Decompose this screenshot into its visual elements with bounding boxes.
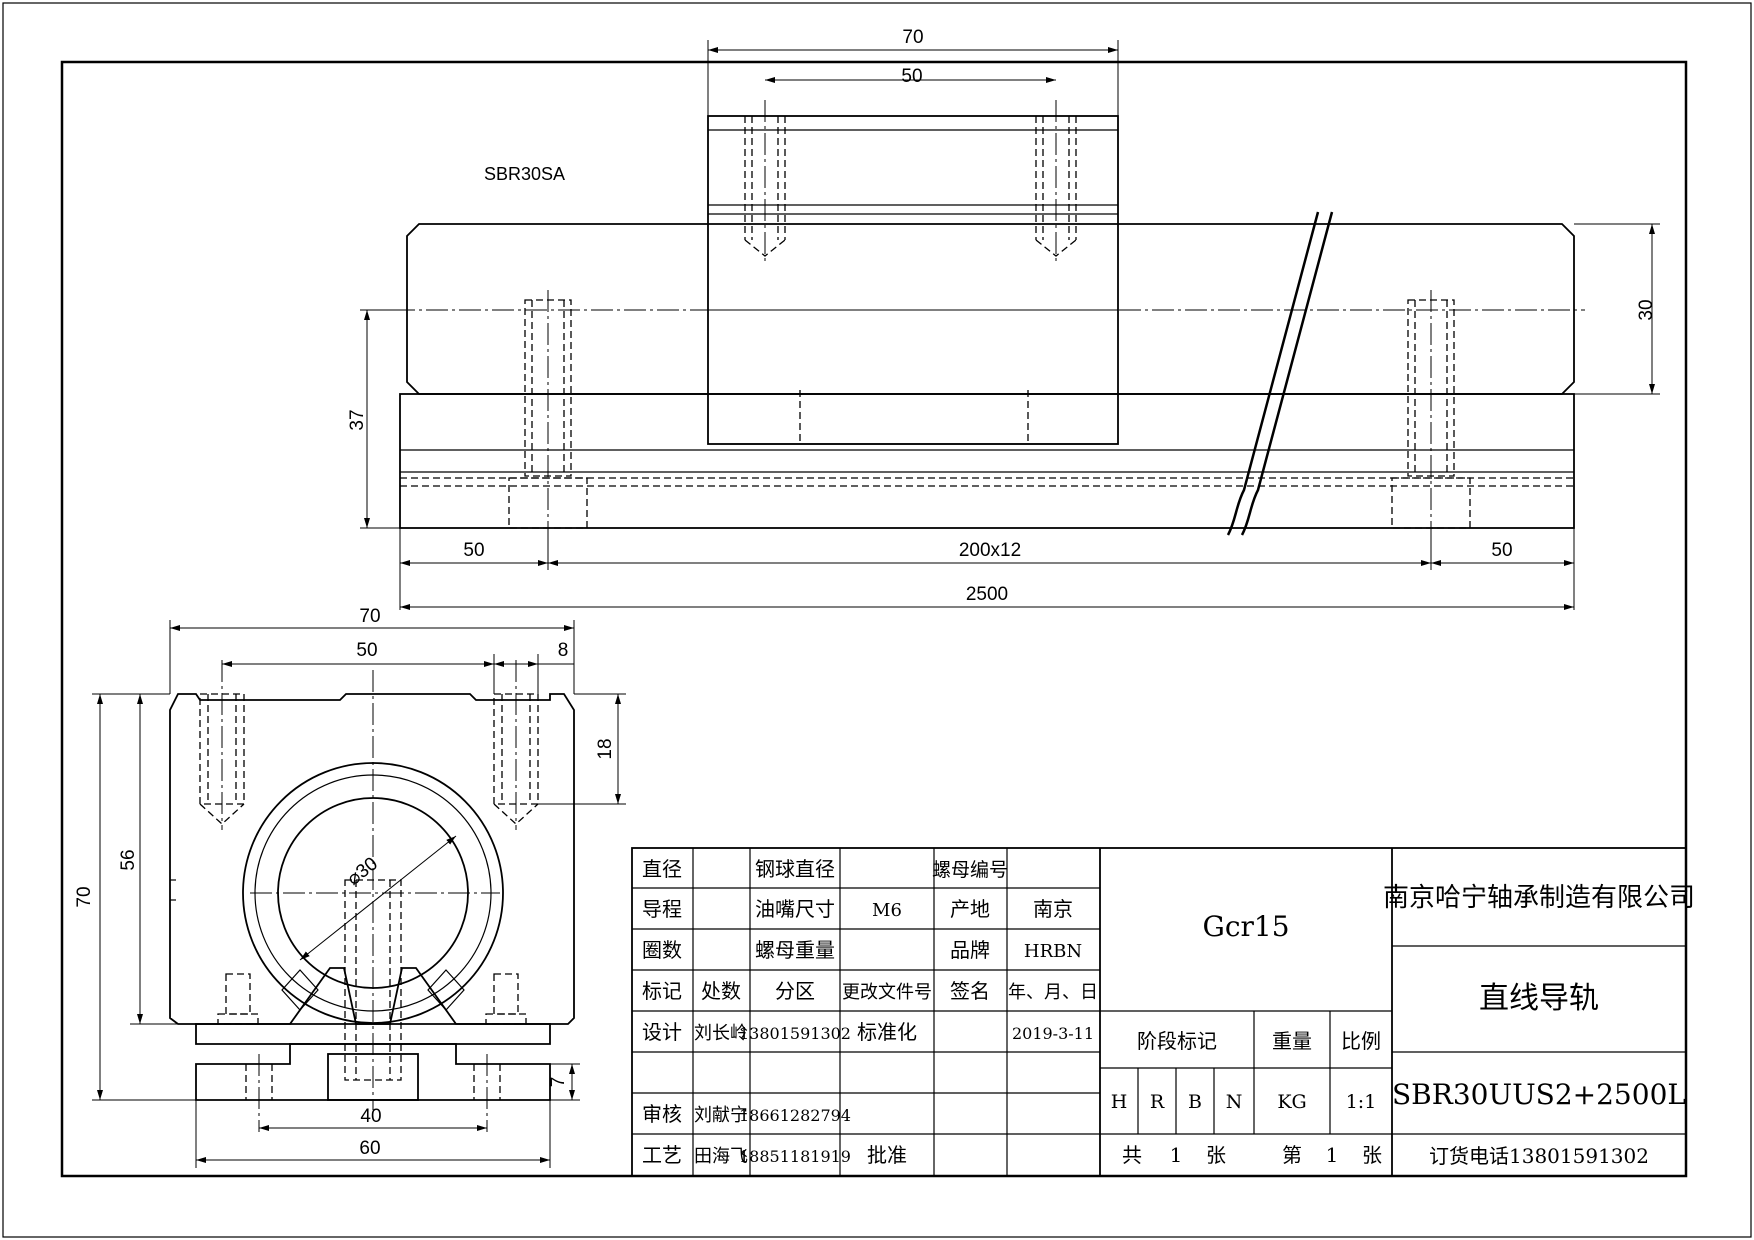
dim-hole-spacing: 50 <box>901 66 922 87</box>
block-body <box>169 693 575 1025</box>
svg-text:南京: 南京 <box>1033 897 1073 921</box>
svg-text:工艺: 工艺 <box>642 1143 682 1167</box>
svg-text:标记: 标记 <box>642 979 682 1003</box>
svg-text:M6: M6 <box>872 900 902 921</box>
dim-total-length: 2500 <box>966 584 1008 605</box>
revision-table-text: 直径 钢球直径 螺母编号 导程 油嘴尺寸 M6 产地 南京 圈数 螺母重量 品牌… <box>642 857 1098 1167</box>
svg-text:张: 张 <box>1206 1143 1226 1167</box>
svg-text:13801591302: 13801591302 <box>739 1024 851 1043</box>
support-web <box>195 967 551 1045</box>
side-bolt-left <box>217 973 259 1025</box>
side-bolt-right <box>485 973 527 1025</box>
svg-text:签名: 签名 <box>950 979 990 1003</box>
break-line-1 <box>1226 211 1320 536</box>
dim-shaft-dia: 30 <box>1636 299 1657 320</box>
rail-bolt-right <box>1391 290 1471 540</box>
dim-base-thickness: 7 <box>548 1077 569 1088</box>
material: Gcr15 <box>1202 910 1289 943</box>
dim-end-left: 50 <box>463 540 484 561</box>
svg-text:刘长岭: 刘长岭 <box>694 1023 748 1044</box>
svg-text:18661282794: 18661282794 <box>739 1106 851 1125</box>
order-phone: 订货电话13801591302 <box>1429 1144 1649 1168</box>
svg-text:钢球直径: 钢球直径 <box>755 857 835 881</box>
part-name: 直线导轨 <box>1479 981 1599 1016</box>
svg-text:标准化: 标准化 <box>857 1020 917 1044</box>
svg-text:螺母重量: 螺母重量 <box>755 938 835 962</box>
svg-text:批准: 批准 <box>867 1143 907 1167</box>
svg-text:刘献宁: 刘献宁 <box>694 1105 748 1126</box>
block-hole-right <box>1035 100 1077 264</box>
svg-text:油嘴尺寸: 油嘴尺寸 <box>755 897 835 921</box>
svg-text:1: 1 <box>1326 1143 1339 1167</box>
stage-mark-n: N <box>1226 1091 1243 1113</box>
svg-text:田海飞: 田海飞 <box>694 1146 748 1167</box>
dim-pitch: 200x12 <box>959 540 1021 561</box>
dim-total-height: 70 <box>74 886 95 907</box>
svg-text:18851181919: 18851181919 <box>739 1147 851 1166</box>
svg-text:第: 第 <box>1282 1143 1302 1167</box>
scale-value: 1:1 <box>1346 1091 1377 1113</box>
weight-value: KG <box>1277 1091 1306 1113</box>
rail-base <box>399 393 1575 529</box>
revision-table-grid <box>632 848 1101 1176</box>
svg-text:张: 张 <box>1362 1143 1382 1167</box>
shaft-circle <box>277 797 469 989</box>
stage-mark-h: H <box>1111 1091 1128 1113</box>
svg-text:品牌: 品牌 <box>950 938 990 962</box>
rail-center-boss <box>327 1053 419 1101</box>
shaft-outline <box>406 223 1575 395</box>
cross-section-view: ⌀30 70 50 8 18 56 70 7 <box>74 606 626 1168</box>
block-hole-left <box>744 100 786 264</box>
scale-label: 比例 <box>1341 1029 1381 1053</box>
tapped-hole-left <box>199 660 245 830</box>
rail-bolt-left <box>508 290 588 540</box>
rail-base-flange <box>195 1043 551 1101</box>
inner-frame <box>60 60 1688 1178</box>
dim-front-hole-spacing: 50 <box>356 640 377 661</box>
model-label: SBR30SA <box>484 164 565 184</box>
svg-text:共: 共 <box>1122 1143 1142 1167</box>
svg-text:设计: 设计 <box>642 1020 682 1044</box>
weight-label: 重量 <box>1272 1029 1312 1053</box>
dim-bore: ⌀30 <box>343 853 382 890</box>
svg-text:直径: 直径 <box>642 857 682 881</box>
svg-text:处数: 处数 <box>701 979 741 1003</box>
dim-end-right: 50 <box>1491 540 1512 561</box>
svg-text:更改文件号: 更改文件号 <box>842 982 932 1003</box>
tapped-hole-right <box>493 660 539 830</box>
dim-block-width: 70 <box>902 27 923 48</box>
svg-text:导程: 导程 <box>642 897 682 921</box>
svg-text:年、月、日: 年、月、日 <box>1008 982 1098 1003</box>
dim-base-width: 60 <box>359 1138 380 1159</box>
break-line-2 <box>1240 211 1334 536</box>
title-block: 直径 钢球直径 螺母编号 导程 油嘴尺寸 M6 产地 南京 圈数 螺母重量 品牌… <box>631 847 1695 1177</box>
svg-text:分区: 分区 <box>775 979 815 1003</box>
svg-text:产地: 产地 <box>950 897 990 921</box>
stage-mark-b: B <box>1188 1091 1202 1113</box>
svg-text:1: 1 <box>1170 1143 1183 1167</box>
dim-hole-depth: 18 <box>595 738 616 759</box>
dim-hole-offset: 8 <box>558 640 569 661</box>
company-name: 南京哈宁轴承制造有限公司 <box>1383 883 1695 913</box>
svg-text:2019-3-11: 2019-3-11 <box>1012 1024 1094 1043</box>
part-number: SBR30UUS2+2500L <box>1392 1078 1686 1111</box>
dim-base-hole-spacing: 40 <box>360 1106 381 1127</box>
svg-text:审核: 审核 <box>642 1102 682 1126</box>
svg-text:螺母编号: 螺母编号 <box>932 859 1008 881</box>
dim-center-height: 37 <box>347 409 368 430</box>
dim-front-width: 70 <box>359 606 380 627</box>
stage-label: 阶段标记 <box>1137 1029 1217 1053</box>
svg-text:圈数: 圈数 <box>642 938 682 962</box>
side-elevation-view: SBR30SA <box>347 27 1660 610</box>
stage-mark-r: R <box>1150 1091 1165 1113</box>
dim-body-height: 56 <box>118 849 139 870</box>
svg-text:HRBN: HRBN <box>1024 941 1082 962</box>
